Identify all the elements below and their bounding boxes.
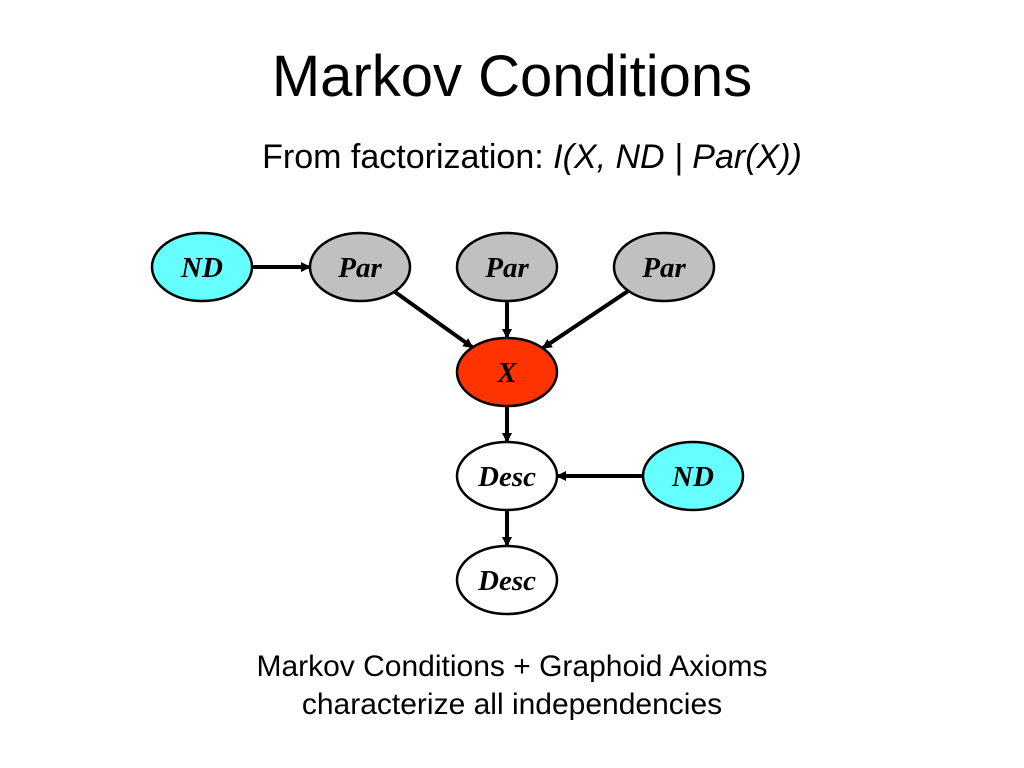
caption-line-1: Markov Conditions + Graphoid Axioms (256, 650, 768, 683)
node-par1-label: Par (337, 252, 382, 284)
node-desc1-shape (455, 440, 559, 512)
node-par2: Par (455, 231, 559, 303)
node-nd1-label: ND (180, 252, 223, 284)
node-par1-shape (308, 231, 412, 303)
node-par2-shape (455, 231, 559, 303)
node-desc1: Desc (455, 440, 559, 512)
node-nd2-shape (641, 440, 745, 512)
node-x: X (455, 336, 559, 408)
edges (252, 262, 643, 547)
subtitle-prefix: From factorization: (262, 138, 554, 176)
node-desc2-label: Desc (477, 565, 536, 597)
node-desc2-shape (455, 544, 559, 616)
edge-par3-to-x (541, 289, 630, 350)
slide-subtitle: From factorization: I(X, ND | Par(X)) (0, 140, 1024, 174)
node-par2-label: Par (484, 252, 529, 284)
node-nd1-shape (150, 231, 254, 303)
node-par3-label: Par (641, 252, 686, 284)
subtitle-formula: I(X, ND | Par(X)) (553, 138, 802, 176)
edge-par1-to-x (393, 289, 474, 350)
node-par3-shape (612, 231, 716, 303)
slide-title: Markov Conditions (271, 44, 753, 109)
node-desc1-label: Desc (477, 461, 536, 493)
caption-line-2: characterize all independencies (301, 688, 723, 721)
node-x-shape (455, 336, 559, 408)
node-nd2-label: ND (671, 461, 714, 493)
node-nd2: ND (641, 440, 745, 512)
node-nd1: ND (150, 231, 254, 303)
node-par1: Par (308, 231, 412, 303)
node-par3: Par (612, 231, 716, 303)
caption: Markov Conditions + Graphoid Axioms char… (0, 648, 1024, 724)
node-desc2: Desc (455, 544, 559, 616)
node-x-label: X (496, 357, 517, 389)
